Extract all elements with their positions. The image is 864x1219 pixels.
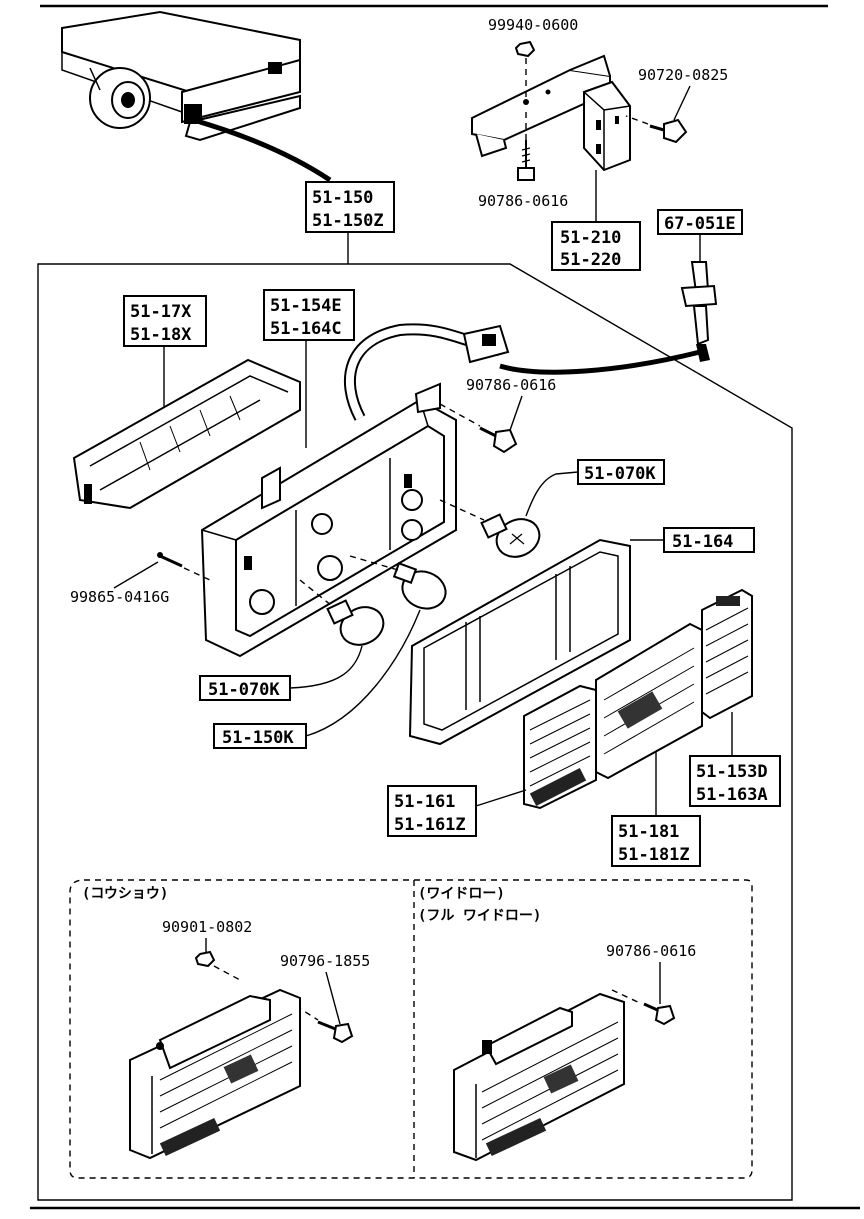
lamp-assembly-high xyxy=(129,988,301,1160)
wire-harness xyxy=(499,349,701,375)
label-51-210-group: 51-210 51-220 xyxy=(551,221,641,271)
exploded-view-frame xyxy=(37,263,793,1201)
label-90786-0616-mid: 90786-0616 xyxy=(466,376,556,394)
bolt-icon xyxy=(649,118,688,144)
label-51-150: 51-150 xyxy=(312,188,373,208)
label-51-070k-b: 51-070K xyxy=(208,680,280,700)
variant-right-title-2: (フル ワイドロー) xyxy=(418,908,541,924)
label-51-150k-group: 51-150K xyxy=(213,723,307,749)
label-51-070k-a: 51-070K xyxy=(584,464,656,484)
label-90786-0616-bot: 90786-0616 xyxy=(606,942,696,960)
label-90796-1855: 90796-1855 xyxy=(280,952,370,970)
label-90720-0825: 90720-0825 xyxy=(638,66,728,84)
label-99940-0600: 99940-0600 xyxy=(488,16,578,34)
lens-right xyxy=(701,588,753,720)
bulb-icon xyxy=(326,599,385,646)
label-51-163a: 51-163A xyxy=(696,785,768,805)
bulb-icon xyxy=(480,513,541,558)
label-51-161: 51-161 xyxy=(394,792,455,812)
rear-cover xyxy=(72,358,301,510)
nut-icon xyxy=(514,40,536,58)
label-51-070k-b-group: 51-070K xyxy=(199,675,291,701)
label-51-161-group: 51-161 51-161Z xyxy=(387,785,477,837)
label-51-153d: 51-153D xyxy=(696,762,768,782)
label-99865-0416g: 99865-0416G xyxy=(70,588,169,606)
screw-icon xyxy=(157,552,183,568)
label-51-161z: 51-161Z xyxy=(394,815,466,835)
label-51-164-group: 51-164 xyxy=(663,527,755,553)
label-51-181-group: 51-181 51-181Z xyxy=(611,815,701,867)
lamp-assembly-wide-low xyxy=(453,992,625,1162)
label-51-18x: 51-18X xyxy=(130,325,192,345)
label-51-164: 51-164 xyxy=(672,532,733,552)
label-67-051e-group: 67-051E xyxy=(657,209,743,235)
bolt-icon xyxy=(479,426,518,454)
truck-rear-illustration xyxy=(61,10,332,183)
label-51-150-group: 51-150 51-150Z xyxy=(305,181,395,233)
pigtail-connector xyxy=(462,324,510,364)
label-51-153d-group: 51-153D 51-163A xyxy=(689,755,781,807)
nut-icon xyxy=(194,950,216,968)
label-51-164c: 51-164C xyxy=(270,319,342,339)
variant-right-title-1: (ワイドロー) xyxy=(418,886,505,902)
label-51-154e-group: 51-154E 51-164C xyxy=(263,289,355,341)
bracket-assembly xyxy=(471,54,631,172)
bolt-icon xyxy=(317,1020,354,1044)
label-51-17x: 51-17X xyxy=(130,302,192,322)
bulb-icon xyxy=(392,562,447,610)
label-51-181z: 51-181Z xyxy=(618,845,690,865)
label-51-070k-a-group: 51-070K xyxy=(577,459,665,485)
label-51-150z: 51-150Z xyxy=(312,211,384,231)
label-51-17x-group: 51-17X 51-18X xyxy=(123,295,207,347)
label-67-051e: 67-051E xyxy=(664,214,736,234)
label-51-154e: 51-154E xyxy=(270,296,342,316)
label-51-181: 51-181 xyxy=(618,822,679,842)
lens-left xyxy=(523,684,597,810)
label-90786-0616-top: 90786-0616 xyxy=(478,192,568,210)
variants-frame xyxy=(69,879,753,1179)
label-51-220: 51-220 xyxy=(560,250,621,270)
bolt-icon xyxy=(643,1002,676,1026)
lens-center xyxy=(595,622,703,780)
lamp-housing xyxy=(200,382,457,658)
bolt-icon xyxy=(517,140,535,181)
label-51-210: 51-210 xyxy=(560,228,621,248)
harness-connector xyxy=(680,261,718,362)
variant-left-title: (コウショウ) xyxy=(82,886,168,902)
label-51-150k: 51-150K xyxy=(222,728,294,748)
lens-gasket xyxy=(408,538,631,746)
label-90901-0802: 90901-0802 xyxy=(162,918,252,936)
